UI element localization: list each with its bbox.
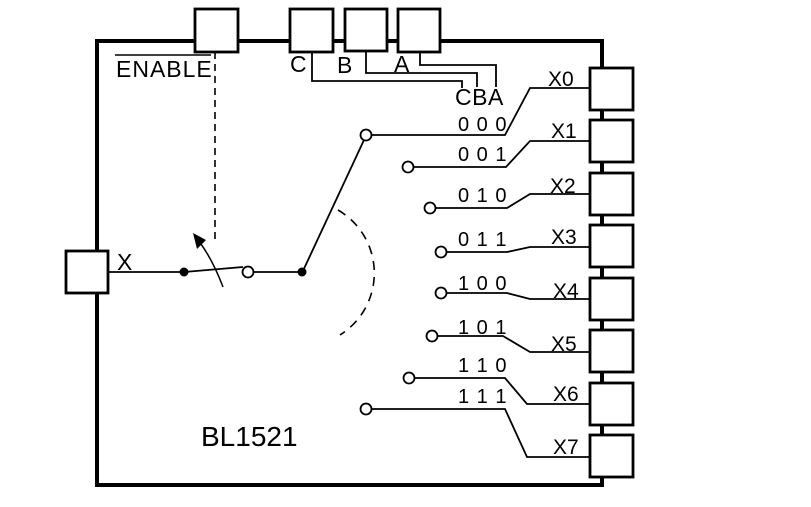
code-010: 0 1 0 — [458, 185, 507, 207]
common-x-label: X — [117, 249, 133, 275]
channel-x5-pin-box — [588, 328, 635, 374]
select-c-pin-box — [288, 7, 335, 54]
code-001: 0 0 1 — [458, 144, 507, 166]
select-bus-label: CBA — [455, 84, 504, 110]
channel-x2-label: X2 — [550, 175, 576, 198]
channel-x4-wire — [447, 292, 590, 300]
code-110: 1 1 0 — [458, 355, 507, 377]
code-100: 1 0 0 — [458, 273, 507, 295]
selector-arm — [301, 139, 365, 274]
enable-switch-blade — [183, 266, 244, 273]
channel-x2-wire — [436, 193, 590, 209]
code-000: 0 0 0 — [458, 114, 507, 136]
contact-110 — [402, 371, 416, 385]
channel-x6-wire — [415, 377, 590, 405]
contact-111 — [359, 402, 373, 416]
select-a-pin-box — [396, 7, 442, 54]
channel-x2-pin-box — [588, 171, 635, 217]
channel-x7-wire — [372, 408, 590, 458]
common-x-pin-box — [64, 249, 110, 295]
code-011: 0 1 1 — [458, 229, 507, 251]
channel-x0-wire — [372, 87, 590, 136]
enable-arrow-curve — [197, 239, 224, 288]
enable-pin-box — [193, 7, 240, 54]
channel-x6-pin-box — [588, 381, 635, 427]
contact-001 — [401, 160, 415, 174]
chip-outline — [95, 39, 604, 487]
select-c-wire — [311, 52, 463, 88]
channel-x5-label: X5 — [551, 333, 577, 356]
contact-000 — [359, 128, 373, 142]
chip-name-label: BL1521 — [201, 421, 298, 452]
channel-x6-label: X6 — [553, 383, 579, 406]
enable-label: ENABLE — [116, 56, 213, 82]
contact-010 — [423, 201, 437, 215]
contact-100 — [434, 286, 448, 300]
channel-x3-pin-box — [588, 223, 635, 269]
select-b-wire — [365, 50, 478, 87]
select-c-label: C — [290, 51, 307, 77]
select-a-wire — [419, 52, 497, 87]
select-b-pin-box — [343, 7, 389, 53]
select-a-label: A — [394, 51, 410, 77]
selector-rotation-arc — [337, 209, 376, 336]
channel-x0-pin-box — [588, 66, 635, 112]
channel-x1-label: X1 — [551, 120, 577, 143]
channel-x1-pin-box — [588, 118, 635, 164]
channel-x7-pin-box — [588, 433, 635, 479]
contact-011 — [434, 245, 448, 259]
pivot-dot — [297, 267, 307, 277]
channel-x4-label: X4 — [553, 280, 579, 303]
channel-x3-wire — [447, 246, 590, 253]
select-b-label: B — [337, 52, 353, 78]
code-101: 1 0 1 — [458, 317, 507, 339]
enable-arrow-head-icon — [193, 233, 206, 249]
channel-x1-wire — [414, 140, 590, 168]
channel-x0-label: X0 — [548, 68, 574, 91]
channel-x4-pin-box — [588, 276, 635, 322]
code-111: 1 1 1 — [458, 386, 507, 408]
channel-x5-wire — [438, 335, 590, 353]
contact-101 — [425, 329, 439, 343]
channel-x7-label: X7 — [553, 436, 579, 459]
channel-x3-label: X3 — [551, 226, 577, 249]
junction-dot-left — [179, 267, 189, 277]
enable-switch-contact — [241, 265, 255, 279]
